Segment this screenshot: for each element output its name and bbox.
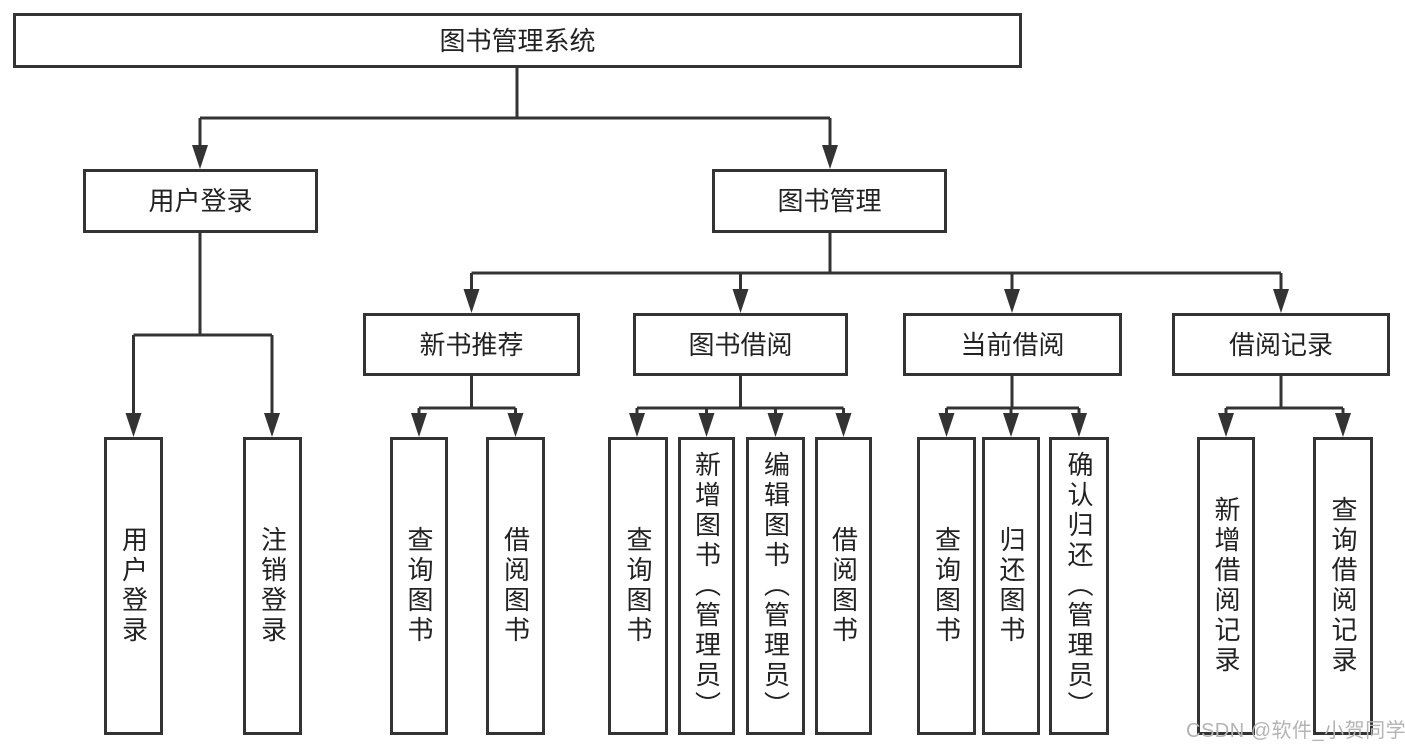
leaf-query-books-borrow: 查询图书	[608, 437, 668, 735]
node-library-management-system: 图书管理系统	[13, 13, 1022, 68]
leaf-borrow-books-recommend: 借阅图书	[486, 437, 545, 735]
node-label: 用户登录	[148, 186, 253, 216]
node-label: 编辑图书（管理员）	[760, 451, 791, 721]
arrowhead-icon	[192, 145, 208, 169]
leaf-add-books-admin: 新增图书（管理员）	[678, 437, 735, 735]
node-new-book-recommendation: 新书推荐	[363, 313, 580, 376]
arrowhead-icon	[1003, 413, 1019, 437]
arrowhead-icon	[698, 413, 715, 437]
node-label: 新增借阅记录	[1211, 496, 1241, 676]
node-label: 图书管理	[777, 186, 882, 216]
arrowhead-icon	[1273, 289, 1289, 313]
node-label: 查询图书	[623, 526, 653, 646]
leaf-query-books-current: 查询图书	[917, 437, 976, 735]
node-label: 确认归还（管理员）	[1064, 451, 1094, 721]
arrowhead-icon	[822, 145, 838, 169]
node-label: 查询借阅记录	[1328, 496, 1358, 676]
arrowhead-icon	[264, 413, 280, 437]
leaf-query-books-recommend: 查询图书	[390, 437, 448, 735]
arrowhead-icon	[1004, 289, 1020, 313]
node-label: 借阅图书	[828, 526, 859, 646]
arrowhead-icon	[732, 289, 749, 313]
leaf-edit-books-admin: 编辑图书（管理员）	[746, 437, 805, 735]
node-label: 借阅图书	[500, 526, 531, 646]
node-current-borrowing: 当前借阅	[903, 313, 1122, 376]
node-label: 用户登录	[118, 526, 149, 646]
leaf-confirm-return-admin: 确认归还（管理员）	[1049, 437, 1109, 735]
arrowhead-icon	[1071, 413, 1087, 437]
node-label: 图书管理系统	[439, 25, 596, 56]
node-book-management: 图书管理	[712, 169, 947, 233]
node-label: 当前借阅	[960, 329, 1065, 360]
arrowhead-icon	[1335, 413, 1351, 437]
node-label: 新书推荐	[419, 329, 524, 360]
node-label: 借阅记录	[1228, 329, 1333, 360]
arrowhead-icon	[125, 413, 142, 437]
node-user-login: 用户登录	[83, 169, 318, 233]
node-label: 图书借阅	[688, 329, 793, 360]
leaf-borrow-books: 借阅图书	[815, 437, 872, 735]
node-label: 新增图书（管理员）	[691, 451, 722, 721]
node-label: 查询图书	[404, 526, 434, 646]
leaf-query-borrow-record: 查询借阅记录	[1313, 437, 1373, 735]
node-label: 归还图书	[996, 526, 1026, 646]
node-label: 注销登录	[257, 526, 288, 646]
arrowhead-icon	[463, 289, 480, 313]
node-book-borrowing: 图书借阅	[633, 313, 848, 376]
leaf-user-login: 用户登录	[104, 437, 163, 735]
arrowhead-icon	[1218, 413, 1234, 437]
node-label: 查询图书	[931, 526, 962, 646]
csdn-watermark: CSDN @软件_小贺同学	[1186, 720, 1405, 742]
arrowhead-icon	[411, 413, 427, 437]
leaf-return-books: 归还图书	[982, 437, 1040, 735]
arrowhead-icon	[835, 413, 852, 437]
arrowhead-icon	[938, 413, 955, 437]
leaf-logout: 注销登录	[243, 437, 302, 735]
arrowhead-icon	[629, 413, 645, 437]
arrowhead-icon	[767, 413, 784, 437]
arrowhead-icon	[507, 413, 524, 437]
node-borrowing-records: 借阅记录	[1172, 313, 1390, 376]
leaf-add-borrow-record: 新增借阅记录	[1197, 437, 1255, 735]
